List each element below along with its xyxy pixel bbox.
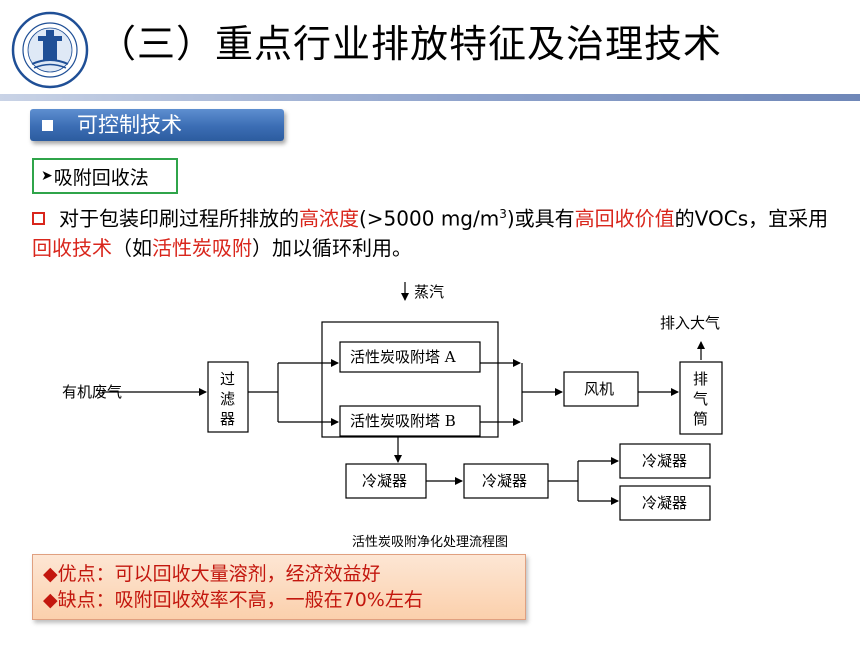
filter-box: [207, 361, 249, 433]
para-seg10: ）加以循环利用。: [252, 235, 412, 260]
arrow-bullet-icon: ➤: [41, 168, 53, 184]
input-label: 有机废气: [62, 383, 122, 401]
para-highlight-concentration: 高浓度: [299, 206, 359, 231]
steam-label: 蒸汽: [414, 283, 444, 301]
page-title: （三）重点行业排放特征及治理技术: [98, 22, 723, 66]
process-flow-diagram: 有机废气 过 滤 器 蒸汽 活性炭吸附塔 A 活性炭吸附塔 B 风机 排 气 筒…: [60, 270, 780, 560]
flow-diagram-svg: 有机废气 过 滤 器 蒸汽 活性炭吸附塔 A 活性炭吸附塔 B 风机 排 气 筒…: [62, 282, 723, 521]
para-highlight-carbon: 活性炭吸附: [152, 235, 252, 260]
filter-label-3: 器: [220, 410, 235, 428]
filter-label-1: 过: [220, 370, 235, 388]
description-paragraph: 对于包装印刷过程所排放的高浓度(>5000 mg/m3)或具有高回收价值的VOC…: [32, 200, 832, 263]
condenser-label-1: 冷凝器: [362, 472, 407, 490]
tower-b-label: 活性炭吸附塔 B: [350, 412, 456, 430]
para-seg8: （如: [112, 235, 152, 260]
tower-enclosure: [321, 321, 499, 438]
para-highlight-value: 高回收价值: [574, 206, 675, 231]
square-bullet-icon: [42, 119, 53, 131]
pros-cons-box: ◆优点：可以回收大量溶剂，经济效益好 ◆缺点：吸附回收效率不高，一般在70%左右: [32, 554, 526, 620]
hollow-square-bullet-icon: [32, 211, 45, 225]
diagram-caption: 活性炭吸附净化处理流程图: [351, 535, 508, 550]
stack-label-1: 排: [693, 370, 708, 388]
condenser-box-3: [619, 443, 711, 479]
condenser-box-4: [619, 485, 711, 521]
para-superscript: 3: [499, 207, 507, 221]
para-seg1: 对于包装印刷过程所排放的: [59, 206, 299, 231]
para-seg4: )或具有: [506, 206, 575, 231]
tower-b-box: [339, 405, 481, 437]
stack-box: [679, 361, 723, 435]
section-label: 可控制技术: [77, 113, 182, 137]
para-seg6: 的VOCs，宜采用: [674, 206, 829, 231]
tower-a-label: 活性炭吸附塔 A: [350, 348, 456, 366]
stack-label-3: 筒: [693, 410, 708, 428]
cons-line: ◆缺点：吸附回收效率不高，一般在70%左右: [43, 589, 423, 611]
para-highlight-recovery: 回收技术: [32, 235, 112, 260]
section-tag: 可控制技术: [30, 109, 284, 141]
tower-a-box: [339, 341, 481, 373]
fan-label: 风机: [584, 380, 614, 398]
method-label: 吸附回收法: [53, 166, 149, 189]
para-seg3: (>5000 mg/m: [359, 206, 500, 231]
condenser-label-2: 冷凝器: [482, 472, 527, 490]
filter-label-2: 滤: [220, 390, 235, 408]
condenser-label-4: 冷凝器: [642, 494, 687, 512]
fan-box: [563, 371, 639, 407]
title-divider: [0, 94, 860, 101]
university-seal-icon: [10, 10, 90, 90]
exhaust-label: 排入大气: [660, 314, 720, 332]
method-box: ➤ 吸附回收法: [32, 158, 178, 194]
pros-line: ◆优点：可以回收大量溶剂，经济效益好: [43, 563, 381, 585]
stack-label-2: 气: [693, 390, 708, 408]
condenser-label-3: 冷凝器: [642, 452, 687, 470]
